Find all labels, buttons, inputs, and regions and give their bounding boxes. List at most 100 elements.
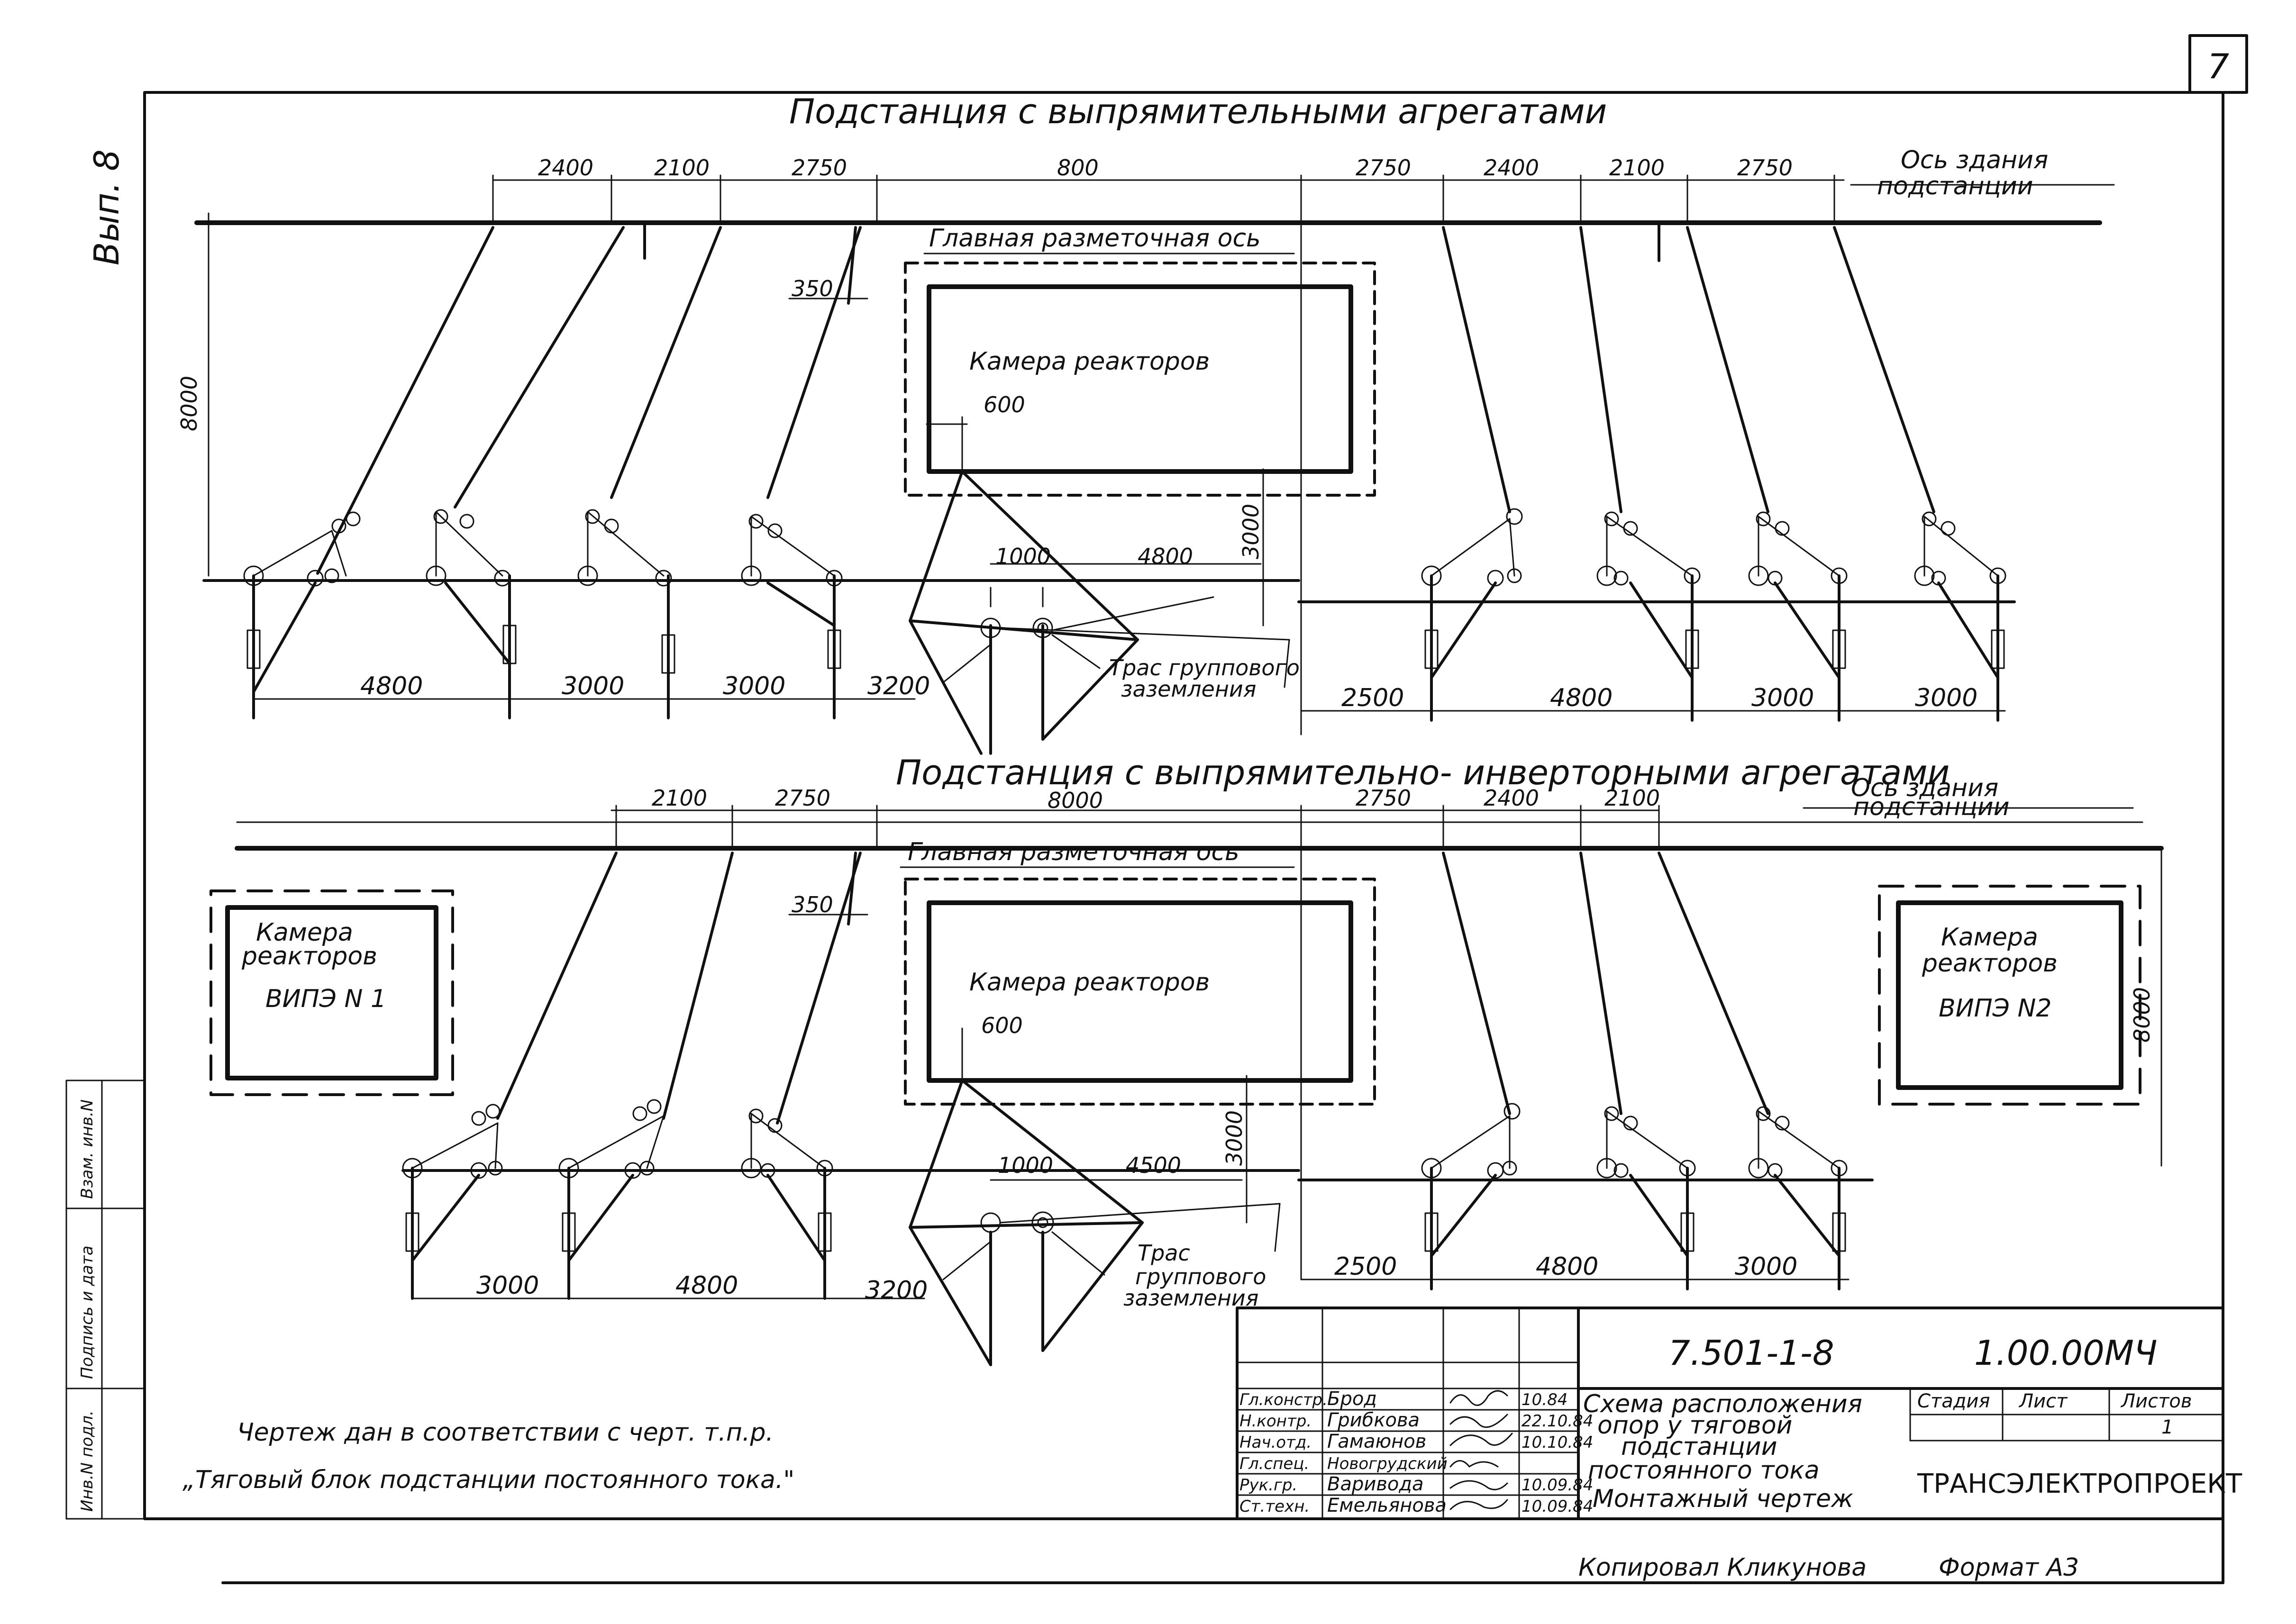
bottom-title: Подстанция с выпрямительно- инверторными… (896, 753, 1950, 792)
note-line-1: Чертеж дан в соответствии с черт. т.п.р. (237, 1418, 774, 1447)
bottom-chamber-label: Камера реакторов (969, 968, 1210, 997)
bottom-bdim-4800: 4800 (675, 1271, 738, 1300)
top-dim-2400a: 2400 (538, 155, 593, 181)
bottom-left-poles (496, 852, 862, 1125)
row-2-role: Н.контр. (1239, 1412, 1312, 1431)
bottom-right-legs (1424, 1167, 1846, 1290)
bottom-dim-2400: 2400 (1484, 785, 1539, 811)
bottom-chamber-outline (904, 878, 1376, 1106)
desc-line-1: Схема расположения (1583, 1390, 1862, 1418)
row-2-name: Грибкова (1327, 1409, 1420, 1431)
sheets-value: 1 (2161, 1416, 2173, 1438)
sheet-number-box (2188, 34, 2248, 94)
row-5-date: 10.09.84 (1522, 1476, 1593, 1495)
top-dim-600: 600 (984, 392, 1025, 417)
bottom-right-brackets (1421, 1103, 1848, 1179)
top-bdim-3000a: 3000 (562, 672, 624, 700)
vipe2-chamber (1896, 900, 2123, 1090)
top-dim-2400b: 2400 (1484, 155, 1539, 181)
vipe2-label-2: реакторов (1922, 949, 2058, 978)
signatures (1449, 1390, 1513, 1510)
top-left-brackets (243, 509, 843, 587)
top-dim-2750c: 2750 (1737, 155, 1793, 181)
top-dim-350: 350 (792, 276, 833, 301)
top-bdim-3000b: 3000 (723, 672, 785, 700)
vipe1-label-3: ВИПЭ N 1 (265, 985, 386, 1013)
row-6-name: Емельянова (1327, 1495, 1447, 1516)
row-5-role: Рук.гр. (1239, 1476, 1297, 1495)
row-1-name: Брод (1327, 1388, 1377, 1410)
row-1-date: 10.84 (1522, 1390, 1567, 1409)
top-dim-4800: 4800 (1138, 544, 1193, 569)
vipe1-outline (210, 889, 454, 1096)
bottom-dim-4500: 4500 (1126, 1152, 1181, 1178)
top-scheme: Подстанция с выпрямительными агрегатами … (176, 91, 2115, 755)
desc-line-4: постоянного тока (1588, 1456, 1820, 1485)
bottom-dim-2750b: 2750 (1356, 785, 1411, 811)
bottom-dim-2750: 2750 (775, 785, 830, 811)
row-3-role: Нач.отд. (1239, 1433, 1312, 1452)
desc-line-5: Монтажный чертеж (1593, 1485, 1853, 1513)
top-right-legs (1424, 574, 2005, 722)
row-1-role: Гл.констр. (1239, 1390, 1328, 1409)
row-4-role: Гл.спец. (1239, 1454, 1309, 1473)
bottom-bdim-3000: 3000 (476, 1271, 539, 1300)
top-axis-label-1: Ось здания (1901, 146, 2048, 174)
vipe1-label-2: реакторов (241, 942, 377, 971)
row-3-date: 10.10.84 (1522, 1433, 1593, 1452)
top-center-structure (909, 470, 1139, 755)
bottom-dim-600: 600 (981, 1013, 1023, 1038)
top-bdim-2500: 2500 (1341, 684, 1404, 712)
sheet-number: 7 (2207, 46, 2229, 86)
title-block: 7.501-1-8 1.00.00МЧ Схема расположения о… (1236, 1306, 2242, 1520)
volume-note: Вып. 8 (87, 149, 127, 265)
bottom-left-brackets (402, 1099, 833, 1179)
desc-line-3: подстанции (1621, 1433, 1777, 1461)
side-stamp: Инв.N подл. Подпись и дата Взам. инв.N (65, 1080, 146, 1520)
top-bdim-4800r: 4800 (1550, 684, 1613, 712)
top-dim-2100b: 2100 (1609, 155, 1665, 181)
top-dim-3000v: 3000 (1238, 504, 1264, 559)
bottom-dim-2100b: 2100 (1604, 785, 1660, 811)
doc-code: 7.501-1-8 (1668, 1333, 1834, 1373)
bottom-ground-label-2: группового (1135, 1264, 1266, 1289)
top-dim-2100a: 2100 (654, 155, 710, 181)
bottom-dim-1000: 1000 (998, 1152, 1053, 1178)
top-bdim-3200: 3200 (867, 672, 930, 700)
top-dim-8000: 8000 (176, 376, 202, 431)
top-dim-2750a: 2750 (792, 155, 847, 181)
row-2-date: 22.10.84 (1522, 1412, 1593, 1431)
stamp-sign-label: Подпись и дата (78, 1245, 97, 1379)
top-chamber-outline (904, 262, 1376, 497)
top-dim-1000: 1000 (995, 544, 1051, 569)
bottom-main-axis-label: Главная разметочная ось (908, 838, 1239, 866)
bottom-dim-3000v: 3000 (1221, 1110, 1247, 1166)
bottom-bdim-3200: 3200 (865, 1276, 928, 1305)
bottom-reactor-chamber (927, 900, 1353, 1083)
col-sheet: Лист (2018, 1390, 2068, 1412)
bottom-center-structure (909, 1079, 1144, 1366)
bottom-ground-label-1: Трас (1138, 1240, 1190, 1266)
bottom-bdim-3000r: 3000 (1735, 1252, 1797, 1281)
vipe1-label-1: Камера (256, 918, 353, 947)
bottom-scheme: Подстанция с выпрямительно- инверторными… (210, 753, 2164, 1366)
stamp-inv-label: Инв.N подл. (78, 1410, 97, 1512)
top-reactor-chamber (927, 284, 1353, 474)
vipe1-chamber (225, 905, 438, 1080)
bottom-ground-label-3: заземления (1123, 1285, 1258, 1311)
row-6-date: 10.09.84 (1522, 1497, 1593, 1516)
sheet-code: 1.00.00МЧ (1974, 1333, 2157, 1373)
top-dim-800: 800 (1057, 155, 1099, 181)
top-left-poles (316, 221, 862, 575)
top-ground-label-2: заземления (1121, 676, 1256, 702)
bottom-axis-label-1: Ось здания (1851, 774, 1998, 802)
format: Формат А3 (1939, 1553, 2079, 1582)
top-right-brackets (1421, 508, 2006, 587)
row-3-name: Гамаюнов (1327, 1431, 1426, 1452)
row-6-role: Ст.техн. (1239, 1497, 1310, 1516)
bottom-bdim-2500: 2500 (1334, 1252, 1397, 1281)
bottom-bdim-4800r: 4800 (1536, 1252, 1598, 1281)
bottom-dim-350: 350 (792, 892, 833, 917)
organization: ТРАНСЭЛЕКТРОПРОЕКТ (1917, 1469, 2242, 1499)
